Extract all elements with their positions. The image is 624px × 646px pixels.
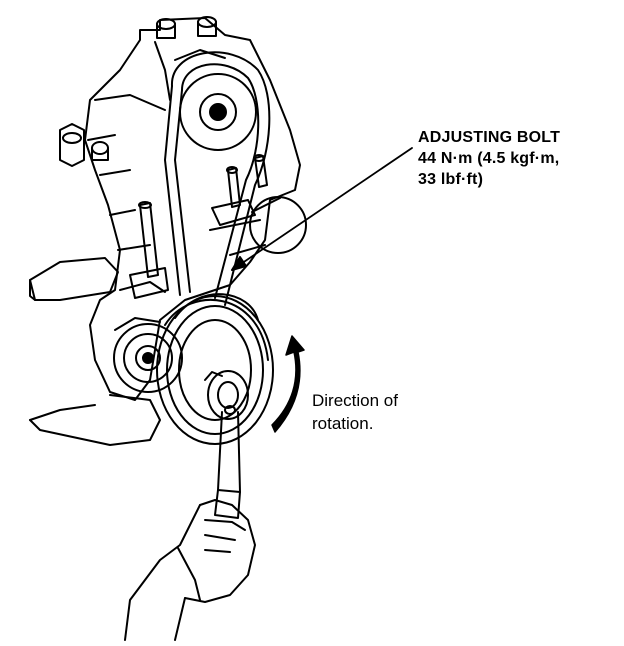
ratchet-wrench <box>204 370 249 519</box>
rotation-arrow <box>271 335 305 433</box>
adjusting-bolt-studs <box>129 154 268 299</box>
adjusting-bolt-callout: ADJUSTING BOLT 44 N·m (4.5 kgf·m, 33 lbf… <box>418 127 560 190</box>
camshaft-pulley <box>179 73 257 151</box>
callout-title: ADJUSTING BOLT <box>418 129 561 146</box>
engine-mount <box>29 123 161 446</box>
rotation-label-line2: rotation. <box>312 414 374 433</box>
rotation-label-line1: Direction of <box>312 391 398 410</box>
callout-leader-line <box>231 147 413 271</box>
water-pump-housing <box>249 196 307 254</box>
timing-belt <box>164 51 271 306</box>
callout-arrowhead <box>231 256 247 271</box>
rotation-label: Direction of rotation. <box>312 389 398 435</box>
top-bosses <box>156 16 217 39</box>
callout-torque-line1: 44 N·m (4.5 kgf·m, <box>418 150 560 167</box>
callout-torque-line2: 33 lbf·ft) <box>418 171 484 188</box>
idler-pulley <box>113 317 183 393</box>
engine-block <box>84 17 301 401</box>
crankshaft-pulley <box>156 293 274 445</box>
hand <box>124 499 256 641</box>
